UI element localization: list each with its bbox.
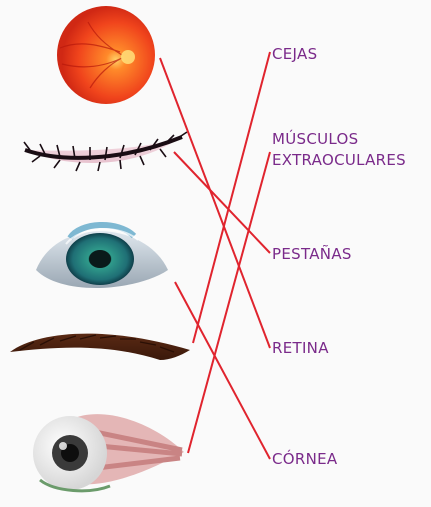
label-musculos-extraoculares: MÚSCULOS EXTRAOCULARES xyxy=(272,129,406,171)
eyebrow-image xyxy=(10,334,190,360)
label-cornea: CÓRNEA xyxy=(272,449,337,470)
label-musculos-line2: EXTRAOCULARES xyxy=(272,150,406,171)
label-musculos-line1: MÚSCULOS xyxy=(272,129,406,150)
label-retina-text: RETINA xyxy=(272,338,329,359)
label-pestanas: PESTAÑAS xyxy=(272,244,352,265)
line-retina-to-retina xyxy=(160,58,270,348)
line-eyeball-to-musculos xyxy=(188,152,270,453)
label-pestanas-text: PESTAÑAS xyxy=(272,244,352,265)
retina-image xyxy=(57,6,155,104)
label-retina: RETINA xyxy=(272,338,329,359)
connection-lines xyxy=(160,52,270,459)
eyelashes-image xyxy=(24,132,187,171)
cornea-eye-image xyxy=(36,225,168,288)
eyeball-muscles-image xyxy=(33,414,184,491)
label-cornea-text: CÓRNEA xyxy=(272,449,337,470)
label-cejas-text: CEJAS xyxy=(272,44,317,65)
label-cejas: CEJAS xyxy=(272,44,317,65)
